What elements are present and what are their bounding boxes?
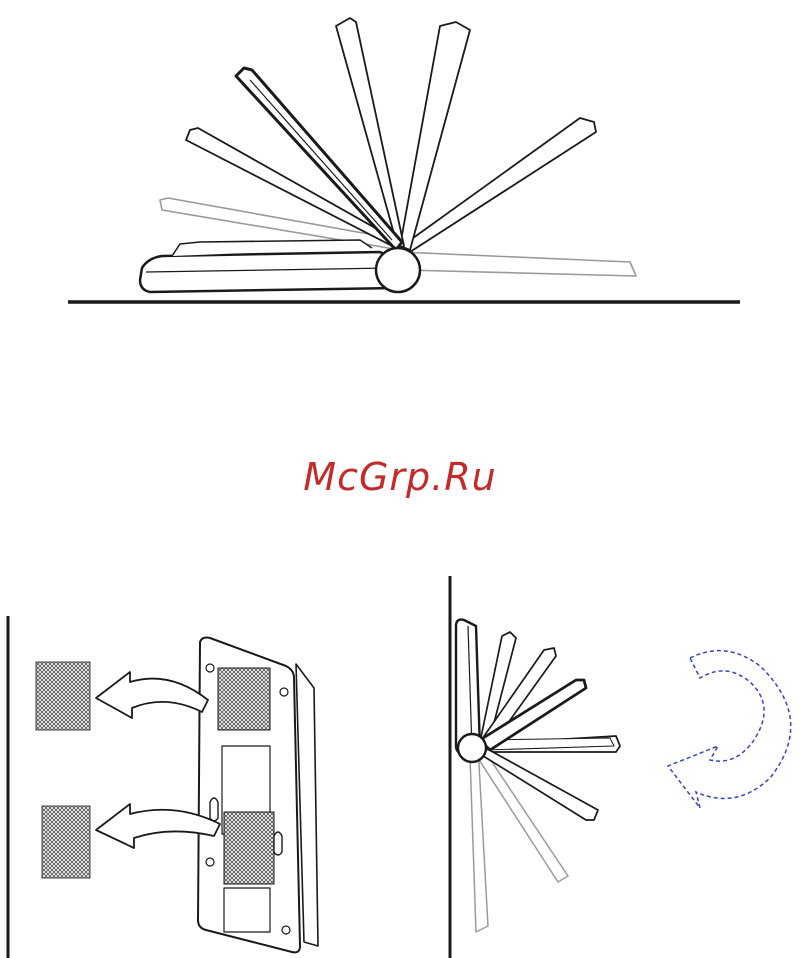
wall-tilt-illustration [420, 570, 800, 958]
velcro-pad-bottom [42, 806, 90, 878]
hinge [376, 248, 420, 292]
desk-tilt-illustration [0, 0, 800, 330]
rotation-arrow-icon [668, 651, 791, 808]
device-back [198, 638, 318, 953]
watermark: McGrp.Ru [0, 455, 800, 499]
velcro-pad-top [36, 662, 90, 730]
hinge [458, 734, 486, 762]
velcro-mount-illustration [0, 570, 420, 958]
